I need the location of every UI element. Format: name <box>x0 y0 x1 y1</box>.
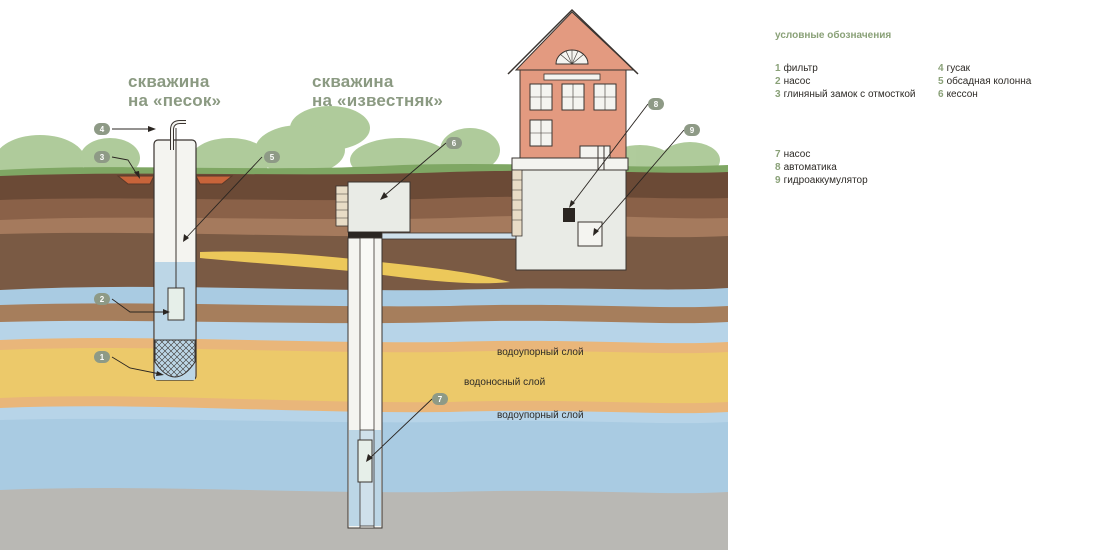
svg-text:6: 6 <box>452 139 457 148</box>
legend: условные обозначения <box>775 30 891 60</box>
svg-text:9: 9 <box>690 126 695 135</box>
callout-badges: 4 3 5 2 1 6 7 8 9 <box>94 98 700 405</box>
well-diagram: 4 3 5 2 1 6 7 8 9 <box>0 8 728 550</box>
svg-text:1: 1 <box>100 353 105 362</box>
svg-text:5: 5 <box>270 153 275 162</box>
svg-text:2: 2 <box>100 295 105 304</box>
svg-text:7: 7 <box>438 395 443 404</box>
layer-label-aquifer: водоносный слой <box>464 377 546 388</box>
callout-arrowheads <box>134 126 599 462</box>
svg-text:8: 8 <box>654 100 659 109</box>
callout-8: 8 <box>648 98 664 110</box>
limestone-well-title-line1: скважина <box>312 72 394 91</box>
limestone-well-title-line2: на «известняк» <box>312 91 443 110</box>
callout-7: 7 <box>432 393 448 405</box>
limestone-well <box>335 181 579 529</box>
callout-3: 3 <box>94 151 110 163</box>
svg-text:4: 4 <box>100 125 105 134</box>
legend-title: условные обозначения <box>775 30 892 41</box>
callout-5: 5 <box>264 151 280 163</box>
callout-1: 1 <box>94 351 110 363</box>
callout-leaders <box>111 103 685 459</box>
callout-6: 6 <box>446 137 462 149</box>
sand-well-title-line2: на «песок» <box>128 91 222 110</box>
layer-label-aquiclude-top: водоупорный слой <box>497 347 584 358</box>
sand-well-title-line1: скважина <box>128 72 210 91</box>
callout-2: 2 <box>94 293 110 305</box>
sand-well-title: скважина на «песок» <box>128 72 221 110</box>
limestone-well-title: скважина на «известняк» <box>312 72 443 110</box>
house <box>507 8 639 271</box>
svg-text:3: 3 <box>100 153 105 162</box>
layer-label-aquiclude-bottom: водоупорный слой <box>497 410 584 421</box>
callout-9: 9 <box>684 124 700 136</box>
sand-well <box>116 120 234 381</box>
callout-4: 4 <box>94 123 110 135</box>
